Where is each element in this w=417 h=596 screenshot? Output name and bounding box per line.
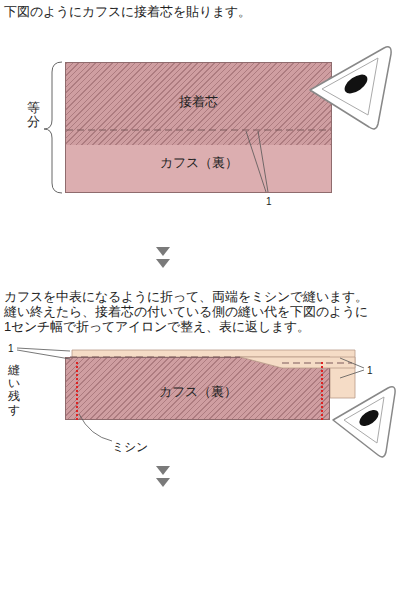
- fold-line: [70, 357, 240, 358]
- part-label: ミシン: [112, 440, 148, 455]
- instruction-text: カフスを中表になるように折って、両端をミシンで縫います。 縫い終えたら、接着芯の…: [4, 289, 414, 334]
- iron-symbol: [310, 47, 391, 129]
- cuff-panel: 接着芯カフス（裏）: [65, 62, 332, 193]
- dimension-label: 等分: [27, 101, 40, 130]
- leader-line: [79, 414, 112, 441]
- folded-seam-allowance: [240, 357, 355, 368]
- interfacing-panel: 接着芯: [66, 63, 331, 145]
- leader-line: [17, 348, 70, 351]
- note-label: 縫い残す: [8, 364, 20, 417]
- panel-label: カフス（裏）: [66, 155, 331, 170]
- callout-number: 1: [266, 194, 272, 209]
- leader-line: [340, 358, 364, 368]
- instruction-text: 下図のようにカフスに接着芯を貼ります。: [4, 4, 414, 19]
- stitch-line: [76, 362, 78, 420]
- fold-line: [282, 363, 352, 364]
- callout-number: 1: [8, 341, 14, 356]
- brace: [44, 62, 62, 193]
- panel-label: 接着芯: [66, 94, 331, 109]
- leader-line: [17, 350, 70, 359]
- leader-line: [340, 370, 364, 378]
- iron-symbol: [333, 387, 395, 457]
- stitch-line: [321, 362, 323, 420]
- fold-line: [66, 130, 331, 131]
- leader-line: [258, 131, 268, 192]
- panel-label: カフス（裏）: [66, 384, 329, 399]
- callout-number: 1: [367, 363, 373, 378]
